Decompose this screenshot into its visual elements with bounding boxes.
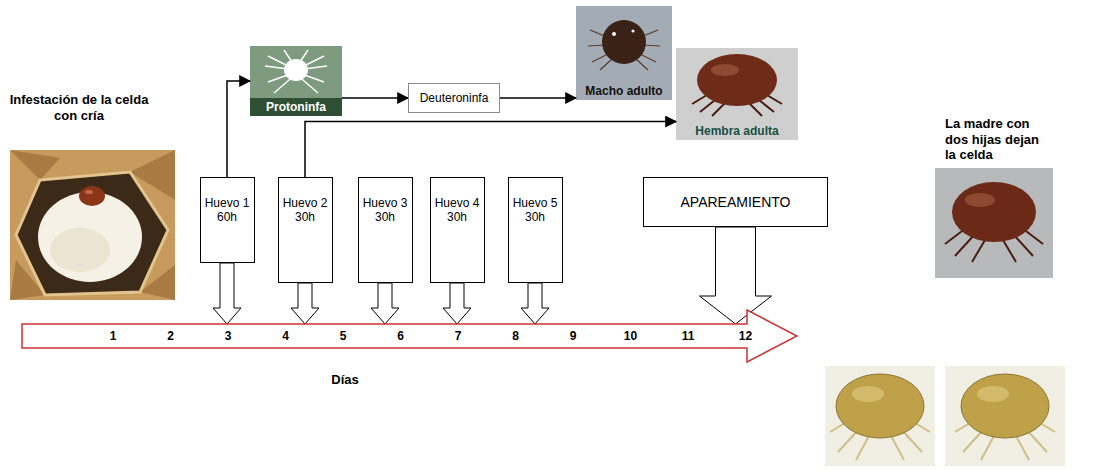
female-mite-photo-part <box>711 64 739 76</box>
node-text: 60h <box>217 210 237 224</box>
timeline-outline <box>22 310 797 362</box>
axis-label: Días <box>320 372 370 388</box>
female-mite-photo-part <box>676 48 798 140</box>
protonymph-photo-part <box>284 59 308 81</box>
male-mite-photo <box>576 6 672 100</box>
female-mite-photo-part <box>697 54 777 106</box>
day-number: 12 <box>739 329 752 343</box>
daughter-mite-photo-part <box>961 374 1049 438</box>
block-arrow <box>700 227 772 324</box>
node-text: 30h <box>295 210 315 224</box>
node-text: 30h <box>525 210 545 224</box>
brood-cell-photo <box>10 150 175 300</box>
egg-callout: Huevo 230h <box>278 177 333 283</box>
timeline-arrow: 123456789101112 <box>22 324 797 348</box>
node-text: Deuteroninfa <box>420 91 489 105</box>
block-arrow <box>443 283 471 324</box>
protonymph-photo <box>250 46 342 116</box>
connector-arrow <box>500 97 576 99</box>
brood-cell-photo-part <box>10 150 175 300</box>
day-number: 3 <box>225 329 232 343</box>
node-text: Hembra adulta <box>695 124 778 138</box>
daughter-mite-photo-part <box>852 386 884 402</box>
day-number: 5 <box>340 329 347 343</box>
brood-cell-photo-part <box>10 150 175 300</box>
male-box: Macho adulto <box>576 6 672 100</box>
day-number: 11 <box>682 329 695 343</box>
brood-cell-photo-part <box>16 172 168 295</box>
daughter-mite-photo-part <box>977 386 1009 402</box>
daughter-mite-photo-part <box>836 374 924 438</box>
protonymph-box: Protoninfa <box>250 46 342 116</box>
mother-mite-photo-part <box>965 193 995 207</box>
daughter-mite-photo-part <box>945 366 1065 466</box>
daughter-mite-photo <box>825 366 935 466</box>
female-mite-photo <box>676 48 798 140</box>
connector-arrow <box>342 97 408 99</box>
block-arrow <box>291 283 319 324</box>
connector-arrow <box>227 81 250 177</box>
male-mite-photo-part <box>612 32 616 36</box>
node-text: Huevo 3 <box>363 196 408 210</box>
node-text: 30h <box>375 210 395 224</box>
egg-callout: Huevo 430h <box>430 177 485 283</box>
node-text: Protoninfa <box>266 100 326 114</box>
node-text: APAREAMIENTO <box>681 194 791 211</box>
protonymph-photo-part <box>250 46 342 116</box>
day-number: 9 <box>570 329 577 343</box>
cell-caption: Infestación de la celda con cría <box>4 92 154 123</box>
node-text: Huevo 4 <box>435 196 480 210</box>
brood-cell-photo-part <box>85 190 93 194</box>
brood-cell-photo-part <box>79 186 105 206</box>
mother-mite-photo <box>935 168 1053 278</box>
male-mite-photo-part <box>632 30 635 33</box>
mother-mite-photo-part <box>935 168 1053 278</box>
brood-cell-photo-part <box>16 172 168 295</box>
brood-cell-photo-part <box>50 228 110 272</box>
day-number: 6 <box>397 329 404 343</box>
protonymph-photo-part <box>265 50 327 93</box>
female-box: Hembra adulta <box>676 48 798 140</box>
block-arrow <box>521 283 549 324</box>
mating-callout: APAREAMIENTO <box>643 177 828 227</box>
male-mite-photo-part <box>576 6 672 100</box>
connector-arrow <box>305 122 676 177</box>
day-number: 2 <box>167 329 174 343</box>
day-number: 10 <box>624 329 637 343</box>
mother-mite-photo-part <box>952 182 1036 242</box>
day-number: 7 <box>455 329 462 343</box>
protonymph-photo-part <box>250 98 342 116</box>
day-number: 4 <box>282 329 289 343</box>
node-text: Huevo 5 <box>513 196 558 210</box>
egg-callout: Huevo 530h <box>508 177 563 283</box>
day-number: 1 <box>110 329 117 343</box>
day-number: 8 <box>512 329 519 343</box>
stage-box: Deuteroninfa <box>408 83 500 113</box>
male-mite-photo-part <box>602 20 646 64</box>
block-arrow <box>213 263 241 324</box>
daughter-mite-photo-part <box>825 366 935 466</box>
egg-callout: Huevo 160h <box>200 177 255 263</box>
node-text: 30h <box>447 210 467 224</box>
node-text: Huevo 1 <box>205 196 250 210</box>
daughter-mite-photo <box>945 366 1065 466</box>
block-arrow <box>371 283 399 324</box>
exit-caption: La madre con dos hijas dejan la celda <box>945 116 1045 163</box>
node-text: Macho adulto <box>585 84 662 98</box>
node-text: Huevo 2 <box>283 196 328 210</box>
egg-callout: Huevo 330h <box>358 177 413 283</box>
